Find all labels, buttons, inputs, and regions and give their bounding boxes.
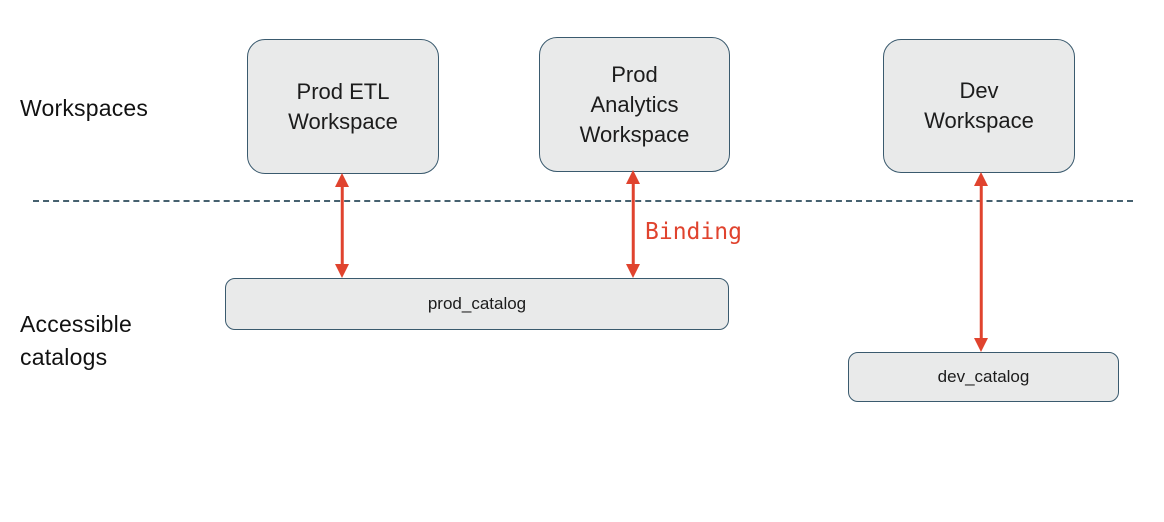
arrow-up-head-icon [974, 172, 988, 186]
node-prod-analytics-workspace-label: Prod Analytics Workspace [579, 61, 690, 147]
arrow-up-head-icon [626, 170, 640, 184]
node-prod-etl-workspace: Prod ETL Workspace [247, 39, 439, 174]
arrow-prod-analytics-to-prod-catalog [625, 170, 641, 278]
arrow-down-head-icon [626, 264, 640, 278]
node-dev-workspace-label: Dev Workspace [924, 78, 1034, 133]
node-prod-analytics-workspace: Prod Analytics Workspace [539, 37, 730, 172]
arrow-prod-etl-to-prod-catalog [334, 173, 350, 278]
accessible-catalogs-row-label: Accessible catalogs [20, 311, 132, 370]
node-dev-workspace: Dev Workspace [883, 39, 1075, 173]
node-prod-catalog: prod_catalog [225, 278, 729, 330]
workspaces-row-label: Workspaces [20, 95, 149, 121]
node-prod-etl-workspace-label: Prod ETL Workspace [288, 78, 398, 134]
node-prod-catalog-label: prod_catalog [427, 294, 527, 313]
arrow-shaft [979, 183, 983, 341]
node-dev-catalog-label: dev_catalog [937, 367, 1030, 386]
arrow-down-head-icon [335, 264, 349, 278]
arrow-shaft [340, 184, 344, 267]
arrow-dev-workspace-to-dev-catalog [973, 172, 989, 352]
binding-annotation-label: Binding [645, 219, 742, 245]
arrow-shaft [631, 181, 635, 267]
arrow-down-head-icon [974, 338, 988, 352]
workspace-catalog-divider-dashed-line [33, 200, 1133, 202]
arrow-up-head-icon [335, 173, 349, 187]
node-dev-catalog: dev_catalog [848, 352, 1119, 402]
